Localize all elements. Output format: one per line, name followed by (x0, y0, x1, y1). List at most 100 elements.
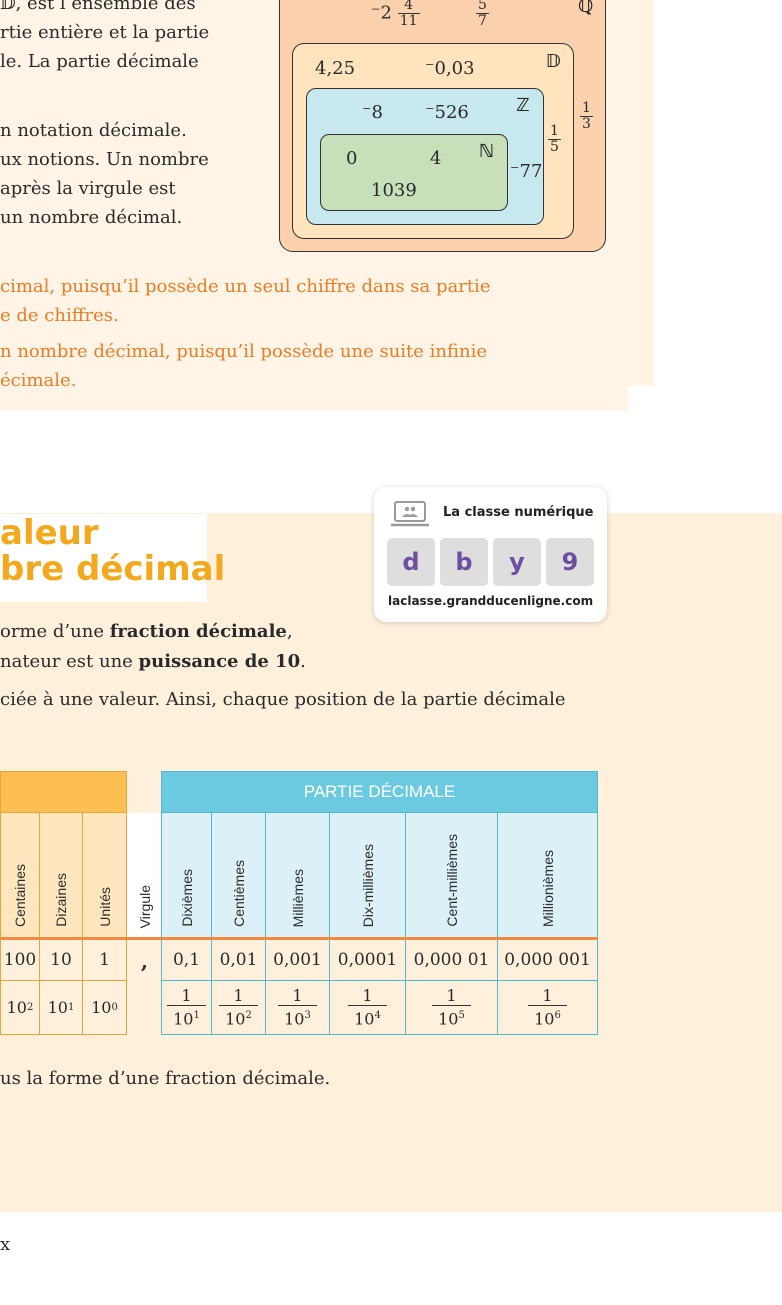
set-label-z: ℤ (516, 95, 530, 116)
fraction-numerator: 4 (404, 0, 414, 13)
venn-value: ⁻0,03 (425, 58, 475, 79)
bold-term: puissance de 10 (138, 651, 301, 672)
fraction-denominator: 7 (476, 13, 489, 29)
power-exp: 6 (554, 1010, 561, 1022)
decimal-part-header: PARTIE DÉCIMALE (161, 771, 598, 813)
fraction-numerator: 1 (233, 986, 244, 1006)
paragraph-line: us la forme d’une fraction décimale. (0, 1068, 331, 1089)
fraction-denominator: 3 (580, 116, 593, 132)
text-line: rtie entière et la partie (0, 22, 210, 43)
card-url[interactable]: laclasse.grandducenligne.com (388, 594, 594, 608)
value-cell: 0,001 (266, 940, 330, 981)
text-span: orme d’une (0, 621, 110, 642)
text-line: après la virgule est (0, 178, 176, 199)
section-heading-line1: aleur (0, 513, 99, 553)
virgule-header: Virgule (127, 813, 162, 938)
code-letter: d (387, 538, 435, 586)
power-base: 10 (173, 1009, 194, 1029)
venn-value: 4,25 (315, 58, 356, 79)
set-label-q: ℚ (578, 0, 594, 17)
power-base: 10 (47, 998, 68, 1017)
fraction-numerator: 1 (550, 123, 559, 139)
column-header: Dixièmes (161, 813, 212, 938)
fraction-numerator: 1 (582, 100, 591, 116)
classe-numerique-card[interactable]: La classe numérique d b y 9 laclasse.gra… (374, 487, 607, 622)
venn-value: 0 (346, 148, 358, 169)
table-divider (127, 937, 162, 940)
column-header: Centaines (0, 813, 40, 938)
paragraph-line: nateur est une puissance de 10. (0, 651, 306, 673)
power-base: 10 (534, 1009, 555, 1029)
value-cell: 0,0001 (330, 940, 406, 981)
venn-value: 4 (430, 148, 442, 169)
column-label: Dizaines (53, 873, 69, 927)
power-exp: 2 (26, 1002, 34, 1013)
fraction-denominator: 106 (528, 1005, 567, 1029)
power-exp: 1 (193, 1010, 200, 1022)
footer-text: x (0, 1234, 11, 1255)
example-line: e de chiffres. (0, 305, 119, 326)
value-cell: 0,000 01 (406, 940, 498, 981)
column-header: Millièmes (266, 813, 330, 938)
card-title: La classe numérique (443, 505, 594, 520)
value-cell: 0,000 001 (498, 940, 598, 981)
column-label: Millièmes (289, 868, 306, 927)
integer-part-header (0, 771, 127, 813)
text-span: nateur est une (0, 651, 139, 672)
fraction-numerator: 1 (362, 986, 373, 1006)
text-line: 𝔻, est l’ensemble des (0, 0, 196, 14)
venn-value: ⁻8 (362, 102, 383, 123)
column-label: Dix-millièmes (359, 843, 376, 927)
table-divider (161, 937, 598, 940)
virgule-symbol: , (141, 948, 148, 973)
fraction-numerator: 1 (542, 986, 553, 1006)
fraction-cell: 1 104 (330, 981, 406, 1035)
fraction-numerator: 1 (292, 986, 303, 1006)
bold-term: fraction décimale (109, 621, 287, 642)
text-span: , (286, 621, 293, 642)
text-line: ux notions. Un nombre (0, 149, 209, 170)
power-exp: 2 (245, 1010, 252, 1022)
column-header: Dizaines (40, 813, 83, 938)
column-label: Dixièmes (178, 869, 195, 927)
venn-value: ⁻526 (425, 102, 469, 123)
set-label-d: 𝔻 (546, 51, 561, 72)
fraction-denominator: 5 (548, 139, 561, 155)
power-exp: 1 (67, 1002, 75, 1013)
fraction-denominator: 101 (167, 1005, 206, 1029)
power-base: 10 (284, 1009, 305, 1029)
power-base: 10 (354, 1009, 375, 1029)
column-label: Cent-millièmes (443, 834, 460, 927)
mixed-whole: ⁻2 (371, 2, 392, 24)
paragraph-line: orme d’une fraction décimale, (0, 621, 293, 643)
text-line: le. La partie décimale (0, 51, 199, 72)
fraction-numerator: 1 (181, 986, 192, 1006)
example-line: écimale. (0, 370, 77, 391)
value-cell: 0,1 (161, 940, 212, 981)
power-exp: 4 (374, 1010, 381, 1022)
laptop-users-icon (390, 499, 430, 529)
power-base: 10 (91, 998, 112, 1017)
column-header: Unités (83, 813, 127, 938)
example-line: cimal, puisqu’il possède un seul chiffre… (0, 276, 491, 297)
column-label: Centièmes (230, 860, 247, 927)
code-letter: y (493, 538, 541, 586)
column-label: Centaines (12, 863, 28, 927)
column-header: Centièmes (212, 813, 266, 938)
fraction-denominator: 102 (219, 1005, 258, 1029)
fraction-denominator: 11 (397, 13, 420, 29)
column-label: Millionièmes (539, 849, 556, 927)
power-base: 10 (438, 1009, 459, 1029)
paragraph-line: ciée à une valeur. Ainsi, chaque positio… (0, 689, 566, 710)
